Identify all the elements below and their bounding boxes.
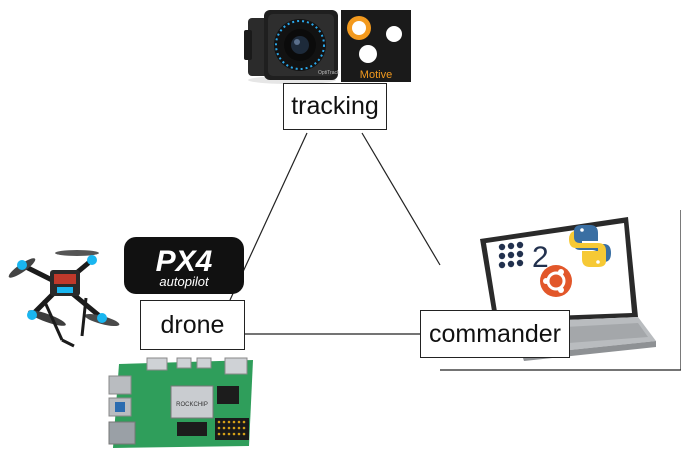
ubuntu-logo-icon (540, 265, 572, 297)
ros2-number-text: 2 (532, 241, 549, 274)
single-board-computer-icon: ROCKCHIP (108, 357, 253, 448)
node-drone-label: drone (160, 310, 225, 339)
px4-autopilot-logo: PX4 autopilot (124, 237, 244, 294)
node-tracking-label: tracking (291, 92, 379, 120)
px4-logo-main-text: PX4 (156, 245, 213, 278)
python-logo-icon (569, 225, 611, 267)
optitrack-camera-icon: OptiTrack (244, 10, 340, 84)
node-commander-label: commander (429, 319, 561, 348)
motive-logo-text: Motive (360, 69, 392, 81)
quadcopter-drone-icon (8, 250, 120, 348)
px4-logo-sub-text: autopilot (159, 274, 210, 289)
board-silkscreen-text: ROCKCHIP (176, 402, 208, 408)
ros2-logo-icon (498, 241, 524, 269)
link-tracking-commander (361, 132, 441, 266)
motive-logo-icon: Motive (341, 10, 411, 82)
node-drone: drone (140, 300, 245, 350)
node-commander: commander (420, 310, 570, 358)
camera-brand-text: OptiTrack (318, 70, 340, 76)
node-tracking: tracking (283, 83, 387, 130)
